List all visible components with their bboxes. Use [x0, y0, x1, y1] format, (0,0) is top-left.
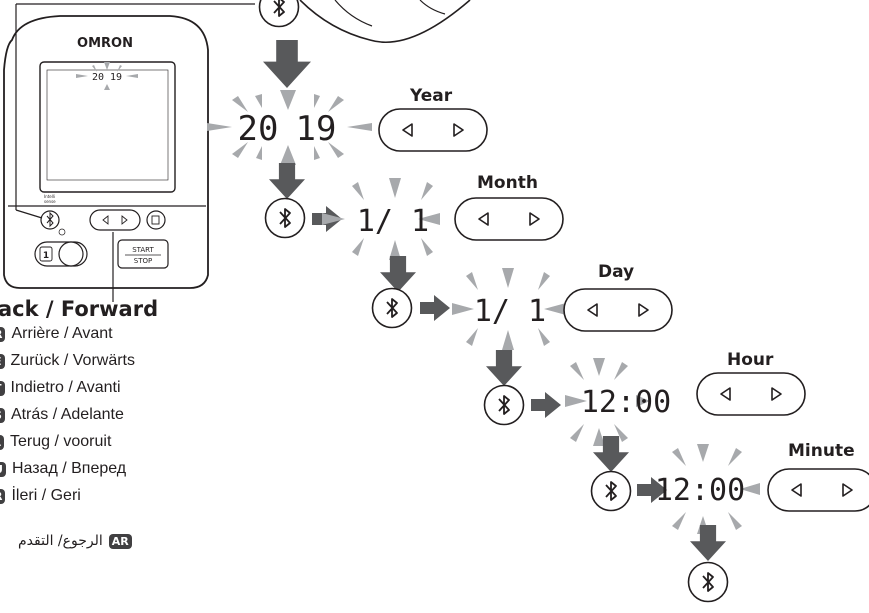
- down-arrow-icon: [380, 256, 416, 292]
- memory-icon[interactable]: [146, 210, 166, 230]
- language-badge: S: [0, 407, 5, 423]
- down-arrow-icon: [486, 350, 522, 386]
- blood-pressure-monitor: OMRON 20 19 Intelli sense: [3, 3, 255, 302]
- translation-text: Terug / vooruit: [10, 433, 112, 450]
- language-badge: T: [0, 380, 5, 396]
- month-display: 1/ 1: [357, 204, 429, 239]
- day-nav-button[interactable]: [563, 288, 673, 332]
- minute-display: 12:00: [655, 473, 745, 508]
- year-label: Year: [410, 86, 453, 106]
- back-forward-title: ack / Forward: [0, 297, 159, 321]
- translation-item-de: E Zurück / Vorwärts: [0, 352, 135, 370]
- year-display-left: 20: [238, 109, 279, 149]
- down-arrow-icon: [269, 163, 305, 199]
- bluetooth-icon[interactable]: [258, 0, 300, 28]
- svg-text:START: START: [132, 246, 154, 254]
- month-step: 1/ 1: [322, 178, 564, 260]
- translation-text: Назад / Вперед: [11, 460, 127, 477]
- user-select-button[interactable]: 1: [34, 241, 88, 267]
- minute-nav-button[interactable]: [767, 468, 869, 512]
- translation-text: Indietro / Avanti: [10, 379, 121, 396]
- svg-text:Intelli: Intelli: [44, 194, 55, 199]
- device-screen-year: 20 19: [92, 72, 122, 83]
- bluetooth-icon[interactable]: [264, 197, 306, 239]
- minute-step: 12:00: [655, 444, 869, 534]
- hand-icon: [299, 0, 471, 44]
- month-label: Month: [477, 173, 538, 193]
- user-icon: 1: [43, 251, 49, 261]
- hour-step: 12:00: [565, 358, 806, 446]
- year-step: 20 19: [207, 90, 488, 165]
- language-badge: R: [0, 326, 6, 342]
- translation-text: Atrás / Adelante: [10, 406, 124, 423]
- hour-label: Hour: [727, 350, 774, 370]
- language-badge: R: [0, 488, 6, 504]
- translation-text: Arrière / Avant: [11, 325, 113, 342]
- device-bluetooth-button[interactable]: [40, 210, 60, 230]
- hour-nav-button[interactable]: [696, 372, 806, 416]
- translation-item-nl: L Terug / vooruit: [0, 433, 111, 451]
- bluetooth-icon[interactable]: [483, 384, 525, 426]
- hour-display: 12:00: [581, 385, 671, 420]
- right-arrow-icon: [420, 295, 450, 321]
- translation-text: Zurück / Vorwärts: [10, 352, 135, 369]
- svg-text:STOP: STOP: [134, 257, 152, 265]
- start-stop-button[interactable]: START STOP: [117, 239, 169, 269]
- bluetooth-icon[interactable]: [590, 470, 632, 512]
- day-display: 1/ 1: [474, 294, 546, 329]
- translation-text: İleri / Geri: [11, 487, 81, 504]
- brand-logo: OMRON: [77, 36, 133, 51]
- bluetooth-icon[interactable]: [371, 287, 413, 329]
- device-nav-button[interactable]: [89, 209, 141, 231]
- down-arrow-icon: [263, 40, 311, 88]
- translation-item-it: T Indietro / Avanti: [0, 379, 121, 397]
- down-arrow-icon: [690, 525, 726, 561]
- month-nav-button[interactable]: [454, 197, 564, 241]
- language-badge: AR: [108, 533, 132, 549]
- translation-item-es: S Atrás / Adelante: [0, 406, 124, 424]
- translation-item-ru: U Назад / Вперед: [0, 460, 126, 478]
- year-display-right: 19: [296, 109, 337, 149]
- language-badge: U: [0, 461, 6, 477]
- minute-label: Minute: [788, 441, 855, 461]
- right-arrow-icon: [531, 392, 561, 418]
- language-badge: E: [0, 353, 5, 369]
- day-step: 1/ 1: [452, 268, 673, 350]
- clock-icon: [58, 228, 66, 236]
- bluetooth-icon[interactable]: [687, 561, 729, 603]
- language-badge: L: [0, 434, 5, 450]
- svg-text:sense: sense: [44, 199, 56, 204]
- day-label: Day: [598, 262, 635, 282]
- translation-item-fr: R Arrière / Avant: [0, 325, 113, 343]
- year-nav-button[interactable]: [378, 108, 488, 152]
- translation-item-tr: R İleri / Geri: [0, 487, 81, 505]
- translation-item-ar: الرجوع/ التقدم AR: [18, 533, 132, 549]
- translation-text: الرجوع/ التقدم: [18, 533, 103, 549]
